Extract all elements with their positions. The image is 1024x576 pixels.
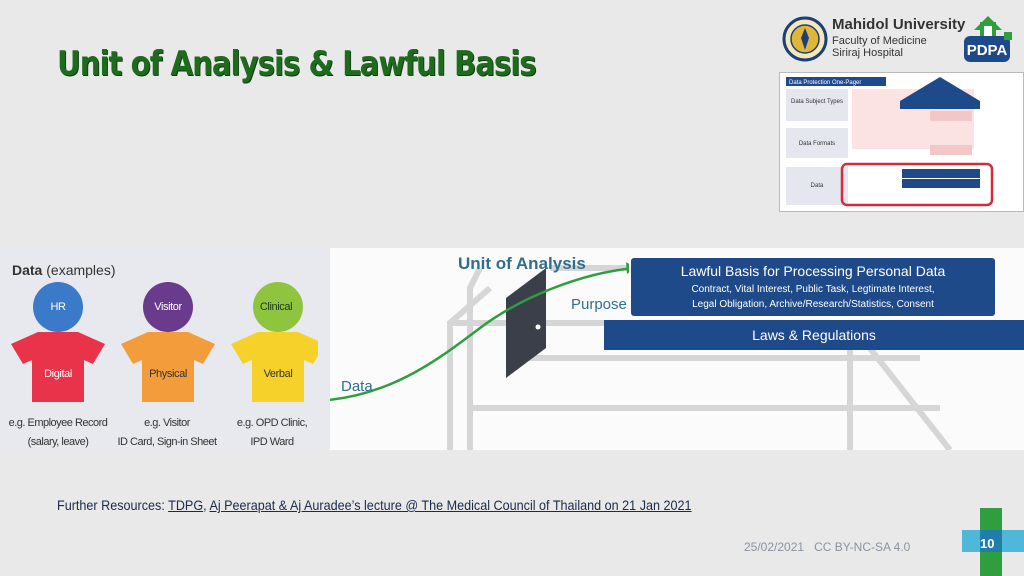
thumbnail-row-1: Data Subject Types bbox=[791, 99, 843, 105]
clinical-example: e.g. OPD Clinic,IPD Ward bbox=[236, 417, 308, 448]
faculty-line-2: Siriraj Hospital bbox=[832, 47, 903, 59]
lawful-basis-box bbox=[631, 258, 995, 316]
footer-license: CC BY-NC-SA 4.0 bbox=[814, 540, 911, 554]
page-number: 10 bbox=[980, 536, 995, 551]
page-title: Unit of Analysis & Lawful Basis bbox=[57, 44, 537, 84]
further-resources: Further Resources: TDPG, Aj Peerapat & A… bbox=[57, 497, 692, 513]
physical-shirt-label: Physical bbox=[149, 368, 187, 380]
plus-decoration-icon bbox=[962, 508, 1024, 576]
door-icon bbox=[506, 268, 546, 378]
pdpa-badge-text: PDPA bbox=[967, 42, 1008, 59]
lawful-basis-line-1: Contract, Vital Interest, Public Task, L… bbox=[691, 284, 935, 295]
unit-of-analysis-label: Unit of Analysis bbox=[458, 254, 586, 273]
data-figures bbox=[11, 282, 318, 402]
visitor-head-label: Visitor bbox=[154, 301, 182, 313]
digital-shirt-label: Digital bbox=[44, 368, 72, 380]
thumbnail-title: Data Protection One-Pager bbox=[789, 80, 861, 86]
faculty-line-1: Faculty of Medicine bbox=[832, 35, 927, 47]
lawful-basis-line-2: Legal Obligation, Archive/Research/Stati… bbox=[692, 299, 934, 310]
hr-head-label: HR bbox=[50, 301, 66, 313]
data-examples-heading: Data (examples) bbox=[12, 262, 116, 278]
data-arrow-label: Data bbox=[341, 378, 373, 395]
one-pager-thumbnail: Data Protection One-Pager Data Subject T… bbox=[779, 72, 1024, 212]
clinical-head-label: Clinical bbox=[259, 301, 293, 313]
visitor-figure bbox=[121, 282, 215, 402]
pdpa-badge-icon: PDPA bbox=[964, 16, 1012, 62]
hr-figure bbox=[11, 282, 105, 402]
verbal-shirt-label: Verbal bbox=[263, 368, 293, 380]
lawful-basis-title: Lawful Basis for Processing Personal Dat… bbox=[680, 263, 946, 279]
thumbnail-row-2: Data Formats bbox=[799, 141, 835, 147]
laws-regulations-label: Laws & Regulations bbox=[752, 327, 876, 343]
footer-text: 25/02/2021 CC BY-NC-SA 4.0 bbox=[744, 540, 910, 554]
footer-date: 25/02/2021 bbox=[744, 540, 805, 554]
clinical-figure bbox=[231, 282, 318, 402]
tdpg-link[interactable]: TDPG bbox=[168, 497, 204, 513]
university-seal-icon bbox=[782, 16, 828, 62]
thumbnail-row-3: Data bbox=[811, 183, 824, 189]
resources-label: Further Resources: bbox=[57, 497, 169, 513]
laws-regulations-box bbox=[604, 320, 1024, 350]
university-name: Mahidol University bbox=[832, 16, 966, 33]
lecture-link[interactable]: Aj Peerapat & Aj Auradee’s lecture @ The… bbox=[209, 497, 692, 513]
hr-example: e.g. Employee Record(salary, leave) bbox=[8, 417, 108, 448]
purpose-label: Purpose bbox=[571, 296, 627, 313]
